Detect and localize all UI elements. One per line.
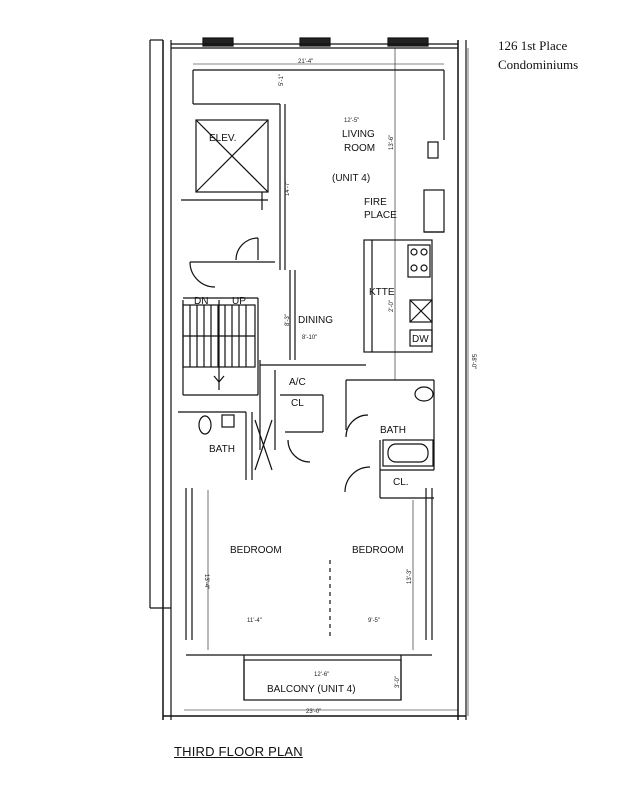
label-bedroom-left: BEDROOM [230,545,282,556]
closet-hatch [254,419,273,471]
label-closet-2: CL. [393,477,409,488]
label-bedroom-right: BEDROOM [352,545,404,556]
building-name: Condominiums [498,57,579,72]
label-fire: FIRE [364,197,387,208]
dim-balcony-depth: 3'-0" [395,676,401,688]
label-room: ROOM [344,143,375,154]
dim-bedroom-right-depth: 13'-3" [407,569,413,584]
tub-right [382,439,434,467]
elevator-shaft [195,119,269,193]
dim-living-width: 12'-5" [344,118,359,124]
dim-stair-depth: 14'-7" [285,181,291,196]
label-kitchen: KTTE [369,287,395,298]
label-ac: A/C [289,377,306,388]
kitchen-counter [363,239,433,353]
window-center [299,37,331,47]
dim-bedroom-right-width: 9'-5" [368,618,380,624]
toilet-left [198,415,212,435]
toilet-right [414,386,434,402]
dim-kitchen-depth: 2'-0" [389,300,395,312]
label-dining: DINING [298,315,333,326]
dim-bedroom-left-width: 11'-4" [247,618,262,624]
door-swing-elev [235,237,259,261]
label-balcony: BALCONY (UNIT 4) [267,684,356,695]
label-elevator: ELEV. [209,133,236,144]
window-left [202,37,234,47]
dim-top-width: 21'-4" [298,59,313,65]
label-down: DN [194,296,208,307]
dim-overall-depth: 58'-0" [470,354,476,369]
sink [409,299,433,323]
building-caption: 126 1st Place Condominiums [498,36,578,74]
label-dw: DW [412,334,429,345]
dim-dining-depth: 8'-3" [285,314,291,326]
dim-dining-size: 8'-10" [302,335,317,341]
fireplace [423,189,445,233]
dim-bedroom-left-depth: 13'-4" [203,574,209,589]
dim-elev-depth: 5'-1" [279,74,285,86]
dim-living-depth: 13'-6" [389,135,395,150]
window-right [387,37,429,47]
sink-left [221,414,235,428]
label-bath-right: BATH [380,425,406,436]
label-up: UP [232,296,246,307]
plan-title: THIRD FLOOR PLAN [174,744,303,759]
dim-overall-width: 23'-0" [306,709,321,715]
label-living: LIVING [342,129,375,140]
dishwasher [409,329,433,347]
range [407,244,431,278]
label-place: PLACE [364,210,397,221]
label-unit: (UNIT 4) [332,173,370,184]
building-address: 126 1st Place [498,38,568,53]
dim-balcony-width: 12'-6" [314,672,329,678]
label-closet-1: CL [291,398,304,409]
label-bath-left: BATH [209,444,235,455]
